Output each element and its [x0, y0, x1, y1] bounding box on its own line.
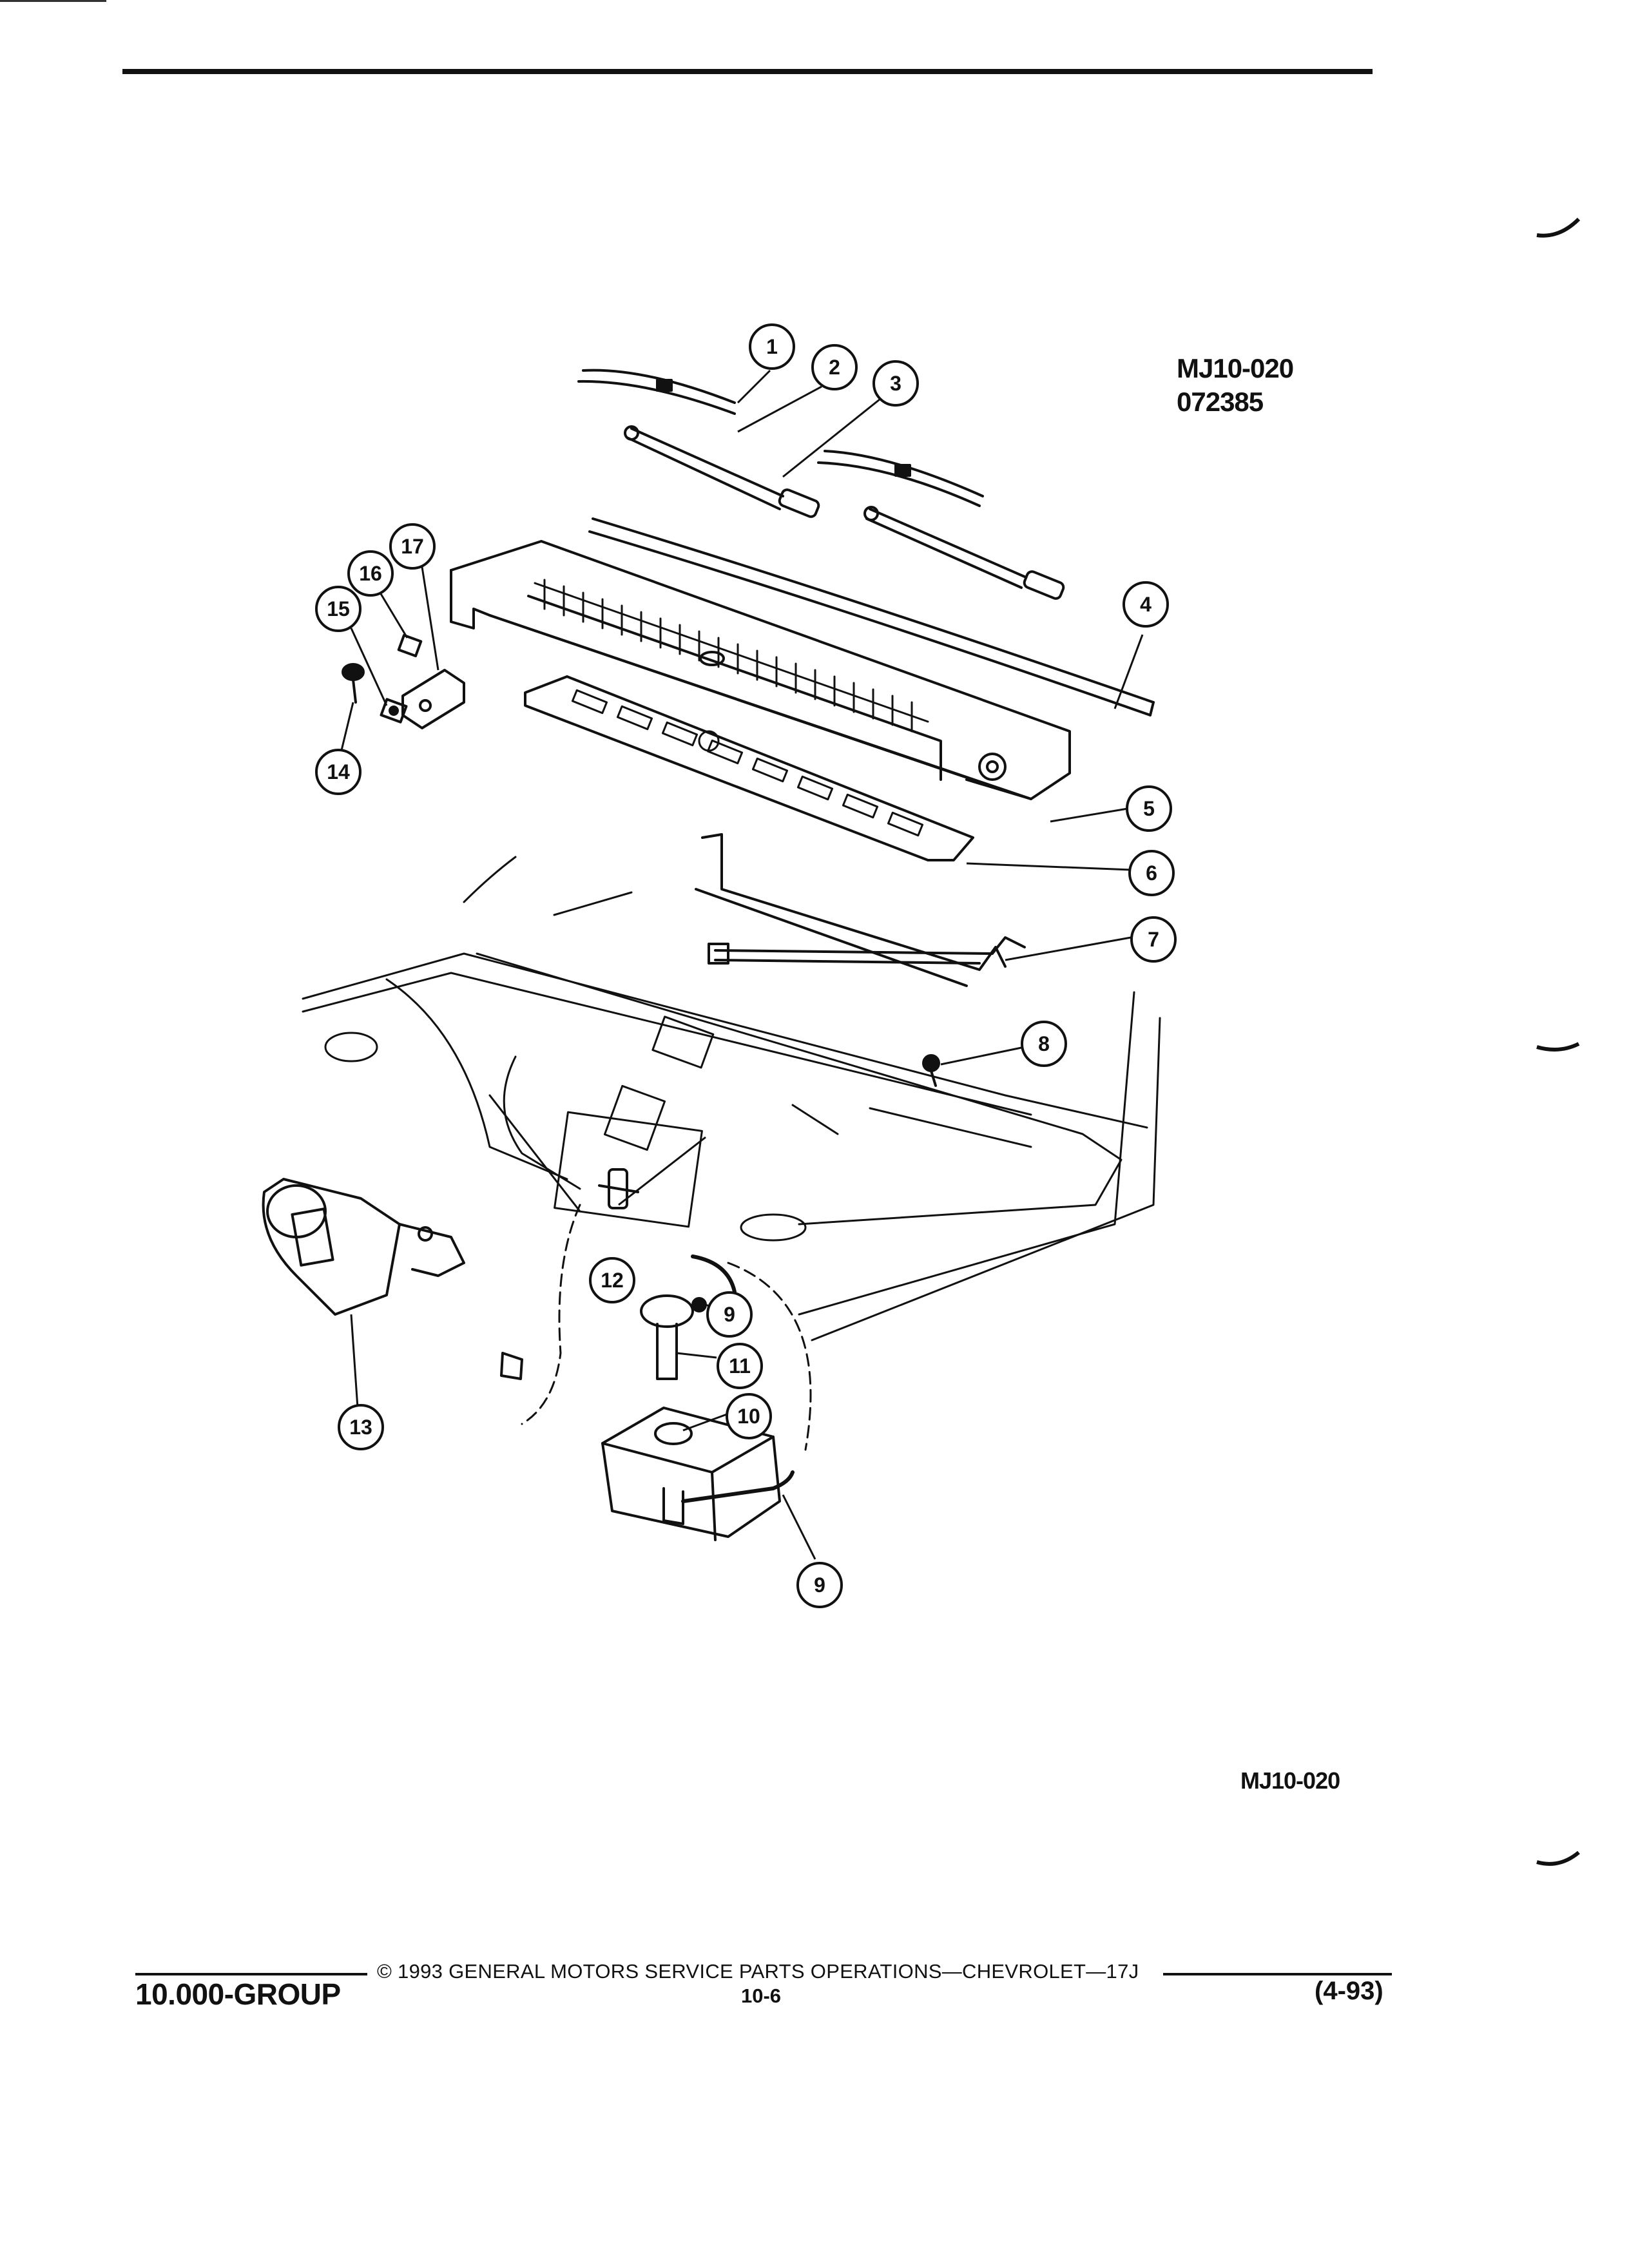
- callout-number: 11: [729, 1354, 751, 1378]
- callout-circle: [389, 523, 436, 570]
- group-label: 10.000-GROUP: [135, 1977, 341, 2011]
- callout-number: 13: [349, 1416, 372, 1439]
- callout-number: 8: [1038, 1032, 1050, 1055]
- callout-circle: [1126, 785, 1172, 832]
- callout-number: 16: [359, 562, 382, 585]
- wiper-blade-right: [817, 450, 984, 507]
- reference-code: MJ10-020: [1177, 353, 1294, 383]
- vehicle-body-outline: [302, 856, 1161, 1341]
- callout-number: 4: [1140, 593, 1152, 616]
- callout-circle: [315, 586, 361, 632]
- callout-circle: [1021, 1021, 1067, 1067]
- cowl-screen: [524, 675, 974, 861]
- callout-circle: [1130, 916, 1177, 963]
- callout-numbers: 1 2 3 4 5 6 7 8 9 9 10 11 12 13 14 15 16…: [327, 335, 1159, 1597]
- callout-circles: [315, 323, 1177, 1608]
- header-rule: [122, 69, 1373, 74]
- cowl-vent-panel: [450, 540, 1071, 800]
- callout-circle: [717, 1343, 763, 1389]
- callout-number: 2: [829, 356, 840, 379]
- callout-circle: [589, 1257, 635, 1303]
- callout-number: 17: [401, 535, 424, 558]
- callout-circle: [726, 1393, 772, 1439]
- wiper-arm-right: [863, 506, 1065, 600]
- callout-circle: [796, 1562, 843, 1608]
- callout-number: 6: [1146, 861, 1157, 885]
- page-number: 10-6: [741, 1984, 782, 2007]
- footer-rule-right: [1163, 1973, 1392, 1975]
- corner-rule: [0, 0, 106, 2]
- bolt: [922, 1054, 940, 1087]
- cowl-seal-strip: [588, 517, 1155, 716]
- wiper-arm-left: [624, 425, 820, 518]
- copyright-line: © 1993 GENERAL MOTORS SERVICE PARTS OPER…: [377, 1960, 1139, 1983]
- washer-hose: [521, 1204, 812, 1451]
- hinge-bolt: [342, 663, 365, 704]
- callout-number: 12: [601, 1269, 624, 1292]
- filler-cap: [640, 1294, 707, 1380]
- callout-number: 10: [737, 1405, 760, 1428]
- callout-circle: [1128, 850, 1175, 896]
- callout-circle: [347, 550, 394, 597]
- washer-pump: [598, 1168, 639, 1209]
- connector: [500, 1352, 523, 1380]
- binding-mark: [1536, 1850, 1580, 1866]
- callout-number: 1: [766, 335, 778, 358]
- hose-upper: [691, 1254, 737, 1294]
- wiper-blade-left: [577, 369, 736, 415]
- callout-number: 9: [724, 1303, 735, 1326]
- reference-number: 072385: [1177, 387, 1264, 417]
- callout-circle: [811, 344, 858, 390]
- washer-part: [380, 698, 408, 724]
- callout-number: 3: [890, 372, 901, 395]
- callout-number: 5: [1143, 797, 1155, 820]
- washer-reservoir: [601, 1407, 795, 1541]
- callout-number: 15: [327, 597, 350, 620]
- hinge-bracket: [401, 669, 465, 729]
- wiper-washer-exploded-diagram: 1 2 3 4 5 6 7 8 9 9 10 11 12 13 14 15 16…: [262, 323, 1177, 1608]
- binding-mark: [1536, 1042, 1580, 1052]
- callout-circle: [706, 1291, 753, 1338]
- figure-id: MJ10-020: [1240, 1767, 1340, 1794]
- callout-circle: [338, 1404, 384, 1450]
- callout-number: 14: [327, 760, 350, 783]
- callout-circle: [1123, 581, 1169, 628]
- footer-rule-left: [135, 1973, 367, 1975]
- callout-number: 7: [1148, 928, 1159, 951]
- wiper-linkage: [695, 833, 1026, 987]
- callout-circle: [749, 323, 795, 370]
- callout-circle: [315, 749, 361, 795]
- callout-number: 9: [814, 1573, 825, 1597]
- clip-nut: [397, 633, 423, 658]
- leader-lines: [337, 369, 1144, 1560]
- binding-mark: [1536, 217, 1581, 238]
- date-code: (4-93): [1315, 1977, 1383, 2005]
- wiper-motor: [262, 1178, 465, 1316]
- callout-circle: [872, 360, 919, 407]
